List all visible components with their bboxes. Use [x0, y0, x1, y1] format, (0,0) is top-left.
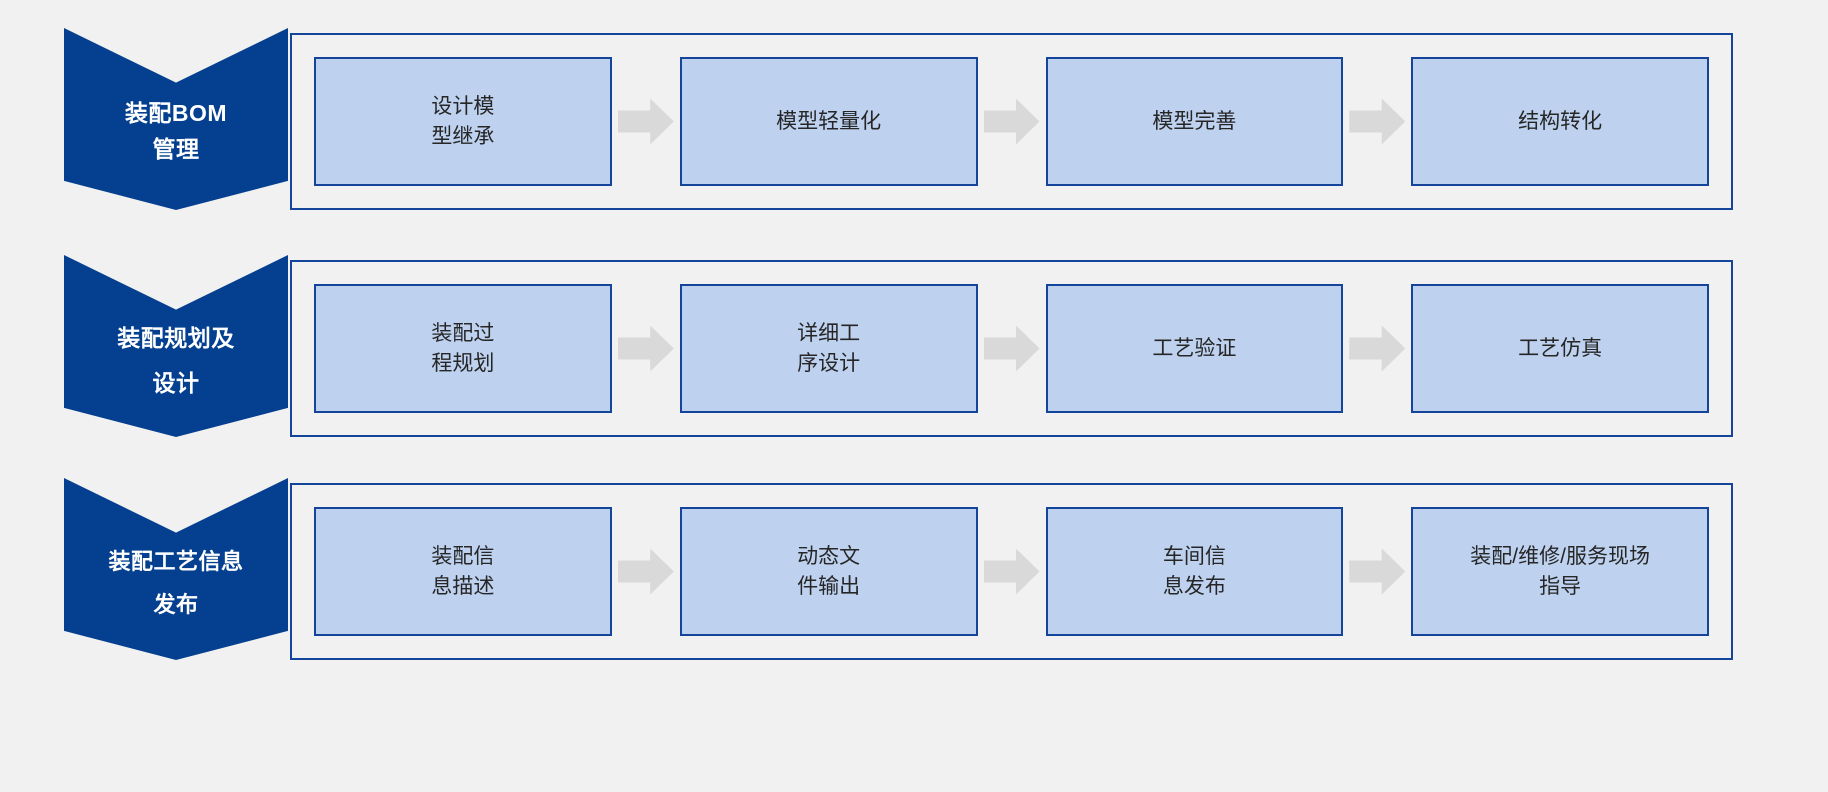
arrow-right-icon	[1349, 325, 1406, 372]
step-label: 模型完善	[1152, 109, 1237, 133]
row-banner-label: 装配BOM 管理	[124, 100, 228, 162]
step-label: 车间信 息发布	[1162, 544, 1226, 598]
arrow-right-icon	[1349, 548, 1406, 595]
steps-frame-row-1: 设计模 型继承 模型轻量化 模型完善 结构转化	[290, 33, 1733, 210]
step-box[interactable]: 装配过 程规划	[314, 284, 612, 413]
process-row-assembly-bom: 装配BOM 管理 设计模 型继承 模型轻量化 模型完善 结构转化	[0, 28, 1828, 240]
arrow-right-icon	[983, 98, 1040, 145]
step-label: 工艺仿真	[1518, 336, 1603, 360]
steps-frame-row-3: 装配信 息描述 动态文 件输出 车间信 息发布 装配/维修/服务现场 指导	[290, 483, 1733, 660]
process-row-process-info-release: 装配工艺信息 发布 装配信 息描述 动态文 件输出 车间信 息发布 装配/维修/…	[0, 478, 1828, 690]
step-label: 工艺验证	[1152, 336, 1237, 360]
arrow-right-icon	[983, 325, 1040, 372]
arrow-right-icon	[617, 325, 674, 372]
step-label: 结构转化	[1518, 109, 1603, 133]
step-label: 动态文 件输出	[797, 544, 861, 598]
process-row-assembly-planning: 装配规划及 设计 装配过 程规划 详细工 序设计 工艺验证 工艺仿真	[0, 255, 1828, 467]
step-box[interactable]: 动态文 件输出	[679, 507, 978, 636]
row-banner-assembly-planning[interactable]: 装配规划及 设计	[64, 255, 288, 437]
step-label: 设计模 型继承	[431, 94, 495, 148]
row-banner-label: 装配工艺信息 发布	[108, 549, 244, 617]
step-box[interactable]: 装配/维修/服务现场 指导	[1411, 507, 1709, 636]
step-box[interactable]: 模型完善	[1045, 57, 1344, 186]
row-banner-process-info-release[interactable]: 装配工艺信息 发布	[64, 478, 288, 660]
arrow-right-icon	[617, 548, 674, 595]
step-box[interactable]: 装配信 息描述	[314, 507, 612, 636]
step-box[interactable]: 车间信 息发布	[1045, 507, 1344, 636]
step-label: 装配过 程规划	[431, 321, 495, 375]
arrow-right-icon	[617, 98, 674, 145]
step-label: 模型轻量化	[776, 109, 882, 133]
step-box[interactable]: 工艺验证	[1045, 284, 1344, 413]
arrow-right-icon	[1349, 98, 1406, 145]
step-label: 装配/维修/服务现场 指导	[1470, 544, 1650, 598]
step-label: 详细工 序设计	[797, 321, 861, 375]
step-label: 装配信 息描述	[431, 544, 495, 598]
row-banner-label: 装配规划及 设计	[117, 325, 235, 396]
step-box[interactable]: 工艺仿真	[1411, 284, 1709, 413]
step-box[interactable]: 模型轻量化	[679, 57, 978, 186]
step-box[interactable]: 详细工 序设计	[679, 284, 978, 413]
step-box[interactable]: 结构转化	[1411, 57, 1709, 186]
row-banner-assembly-bom[interactable]: 装配BOM 管理	[64, 28, 288, 210]
arrow-right-icon	[983, 548, 1040, 595]
steps-frame-row-2: 装配过 程规划 详细工 序设计 工艺验证 工艺仿真	[290, 260, 1733, 437]
step-box[interactable]: 设计模 型继承	[314, 57, 612, 186]
